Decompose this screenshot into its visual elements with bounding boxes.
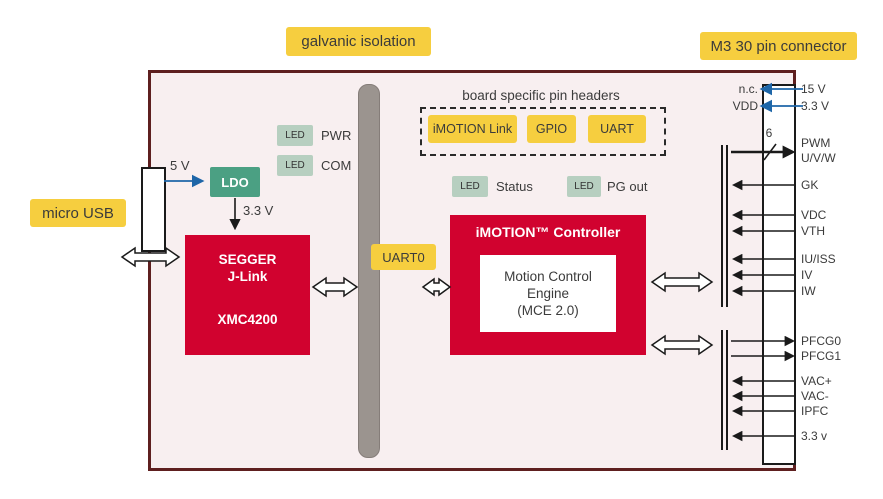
pin-label-iw: IW xyxy=(801,284,816,298)
pin-label-uvw: U/V/W xyxy=(801,151,836,165)
imotion-controller-title: iMOTION™ Controller xyxy=(475,224,621,240)
mce-line3: (MCE 2.0) xyxy=(517,303,579,318)
pin-label-vac-minus: VAC- xyxy=(801,389,829,403)
mce-line1: Motion Control xyxy=(504,269,592,284)
led-com-chip: LED xyxy=(277,155,313,176)
pin-label-3v3: 3.3 V xyxy=(801,99,830,113)
segger-mcu: XMC4200 xyxy=(217,312,278,327)
galvanic-isolation-label: galvanic isolation xyxy=(286,27,431,56)
isolation-barrier xyxy=(358,84,380,458)
led-pgout-label: PG out xyxy=(607,179,648,194)
bus-count-label: 6 xyxy=(765,126,773,140)
led-pwr-label: PWR xyxy=(321,128,352,143)
segger-jlink-box: SEGGER J-Link XMC4200 xyxy=(185,235,310,355)
pin-label-nc: n.c. xyxy=(738,82,758,96)
connector-body xyxy=(762,84,796,465)
led-status-chip: LED xyxy=(452,176,488,197)
m3-connector-label: M3 30 pin connector xyxy=(700,32,857,60)
led-com-label: COM xyxy=(321,158,352,173)
segger-vendor: SEGGER xyxy=(218,252,277,267)
imotion-controller-box: iMOTION™ Controller Motion Control Engin… xyxy=(450,215,646,355)
pin-label-iv: IV xyxy=(801,268,813,282)
pin-label-vdc: VDC xyxy=(801,208,827,222)
pin-headers-title: board specific pin headers xyxy=(462,88,620,103)
ldo-3v3-label: 3.3 V xyxy=(243,203,274,218)
pin-label-iu-iss: IU/ISS xyxy=(801,252,836,266)
pin-label-vac-plus: VAC+ xyxy=(801,374,832,388)
usb-connector xyxy=(141,167,166,252)
led-pwr-chip: LED xyxy=(277,125,313,146)
led-pgout-chip: LED xyxy=(567,176,601,197)
pin-label-15v: 15 V xyxy=(801,82,826,96)
pin-label-vth: VTH xyxy=(801,224,825,238)
pin-label-vdd: VDD xyxy=(732,99,758,113)
pin-label-pfcg0: PFCG0 xyxy=(801,334,842,348)
pin-label-ipfc: IPFC xyxy=(801,404,829,418)
pin-label-pfcg1: PFCG1 xyxy=(801,349,842,363)
ldo-box: LDO xyxy=(210,167,260,197)
pin-header-gpio: GPIO xyxy=(527,115,576,143)
usb-5v-label: 5 V xyxy=(170,158,190,173)
pin-label-pwm: PWM xyxy=(801,136,831,150)
uart0-label: UART0 xyxy=(371,244,436,270)
pin-header-imotion-link: iMOTION Link xyxy=(428,115,517,143)
pin-headers-group xyxy=(420,107,666,156)
pin-header-uart: UART xyxy=(588,115,646,143)
mce-line2: Engine xyxy=(526,286,570,301)
pin-label-3v3-bottom: 3.3 v xyxy=(801,429,828,443)
pin-label-gk: GK xyxy=(801,178,819,192)
led-status-label: Status xyxy=(496,179,533,194)
segger-product: J-Link xyxy=(227,269,268,284)
mce-box: Motion Control Engine (MCE 2.0) xyxy=(480,255,616,332)
micro-usb-label: micro USB xyxy=(30,199,126,227)
